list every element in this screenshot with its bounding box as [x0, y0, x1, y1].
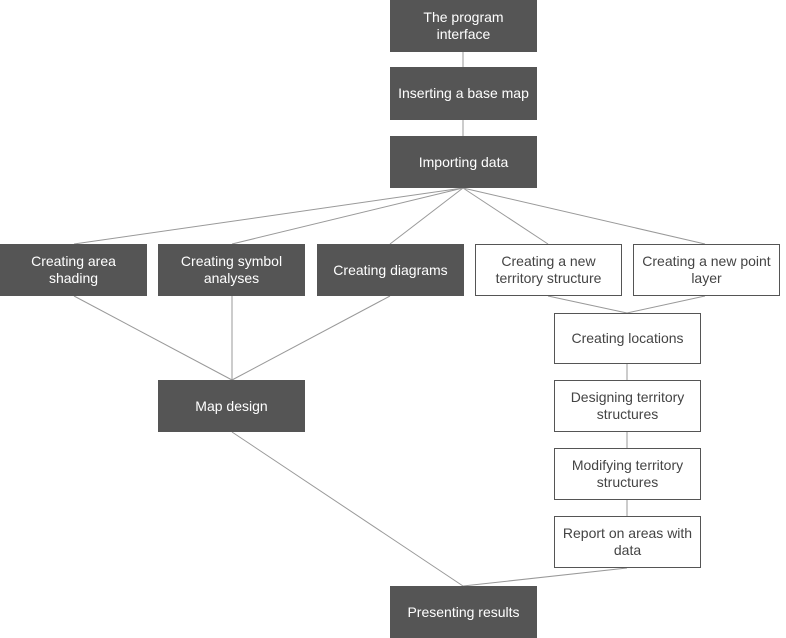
- node-designing-territory-structures: Designing territory structures: [554, 380, 701, 432]
- node-modifying-territory-structures: Modifying territory structures: [554, 448, 701, 500]
- node-label: The program interface: [423, 9, 504, 42]
- node-creating-symbol-analyses: Creating symbol analyses: [158, 244, 305, 296]
- edge-report-presenting: [462, 567, 628, 587]
- node-label: Map design: [195, 397, 268, 414]
- node-label: Creating diagrams: [333, 261, 448, 278]
- edge-diagrams-mapdesign: [231, 295, 391, 381]
- edge-territory-locations: [547, 295, 628, 314]
- edge-point-locations: [626, 295, 706, 314]
- node-label: Designing territory structures: [570, 389, 685, 422]
- node-label: Inserting a base map: [398, 85, 529, 101]
- node-label: Creating area shading: [31, 253, 116, 286]
- node-creating-diagrams: Creating diagrams: [317, 244, 464, 296]
- node-label: Importing data: [418, 153, 509, 170]
- node-label: Report on areas with data: [562, 525, 693, 558]
- edge-importing-diagrams: [389, 187, 464, 245]
- node-report-on-areas: Report on areas with data: [554, 516, 701, 568]
- node-creating-territory-structure: Creating a new territory structure: [475, 244, 622, 296]
- edge-area-mapdesign: [73, 295, 233, 381]
- edge-mapdesign-presenting: [231, 431, 464, 587]
- node-label: Creating a new territory structure: [495, 253, 602, 286]
- node-label: Presenting results: [407, 603, 520, 620]
- node-program-interface: The program interface: [390, 0, 537, 52]
- edge-importing-territory: [462, 187, 549, 245]
- node-map-design: Map design: [158, 380, 305, 432]
- node-creating-point-layer: Creating a new point layer: [633, 244, 780, 296]
- edge-importing-symbol: [231, 187, 464, 245]
- edge-importing-area: [73, 187, 464, 245]
- node-creating-locations: Creating locations: [554, 313, 701, 364]
- node-label: Creating locations: [571, 330, 684, 346]
- edge-importing-point: [462, 187, 706, 245]
- node-inserting-base-map: Inserting a base map: [390, 67, 537, 120]
- node-label: Creating a new point layer: [642, 253, 771, 286]
- node-importing-data: Importing data: [390, 136, 537, 188]
- node-label: Modifying territory structures: [571, 457, 684, 490]
- node-creating-area-shading: Creating area shading: [0, 244, 147, 296]
- node-presenting-results: Presenting results: [390, 586, 537, 638]
- node-label: Creating symbol analyses: [180, 253, 283, 286]
